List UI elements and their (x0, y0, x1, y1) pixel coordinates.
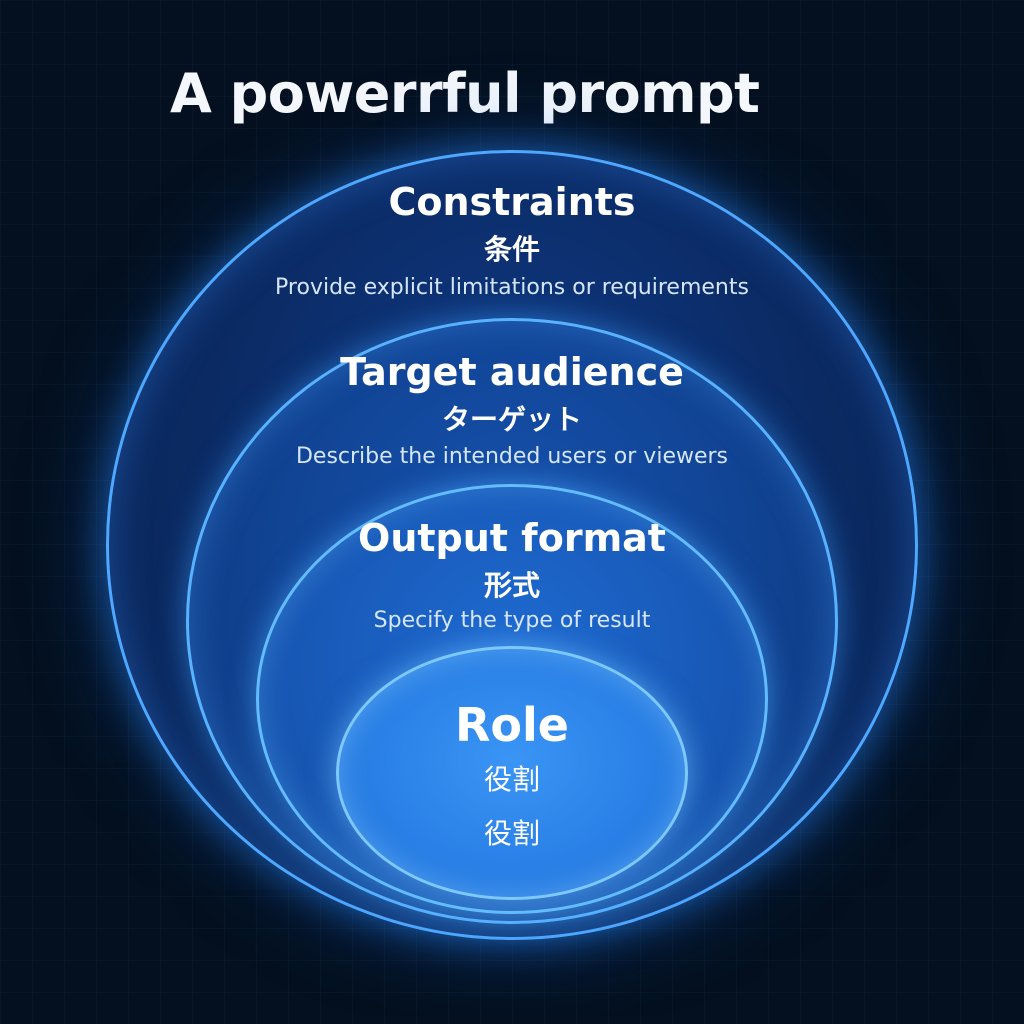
role-jp-label: 役割 (483, 763, 540, 796)
output-format-description: Specify the type of result (373, 608, 651, 633)
role-jp-label-repeat: 役割 (483, 817, 540, 850)
constraints-heading: Constraints (388, 180, 636, 224)
role-heading: Role (455, 698, 569, 752)
output-format-jp-label: 形式 (483, 569, 540, 602)
role-ring (336, 646, 688, 900)
target-audience-heading: Target audience (340, 350, 684, 394)
target-audience-jp-label: ターゲット (441, 403, 582, 436)
constraints-jp-label: 条件 (483, 233, 540, 266)
target-audience-description: Describe the intended users or viewers (295, 444, 729, 469)
diagram-title: A powerrful prompt (170, 62, 760, 125)
output-format-heading: Output format (358, 516, 666, 560)
constraints-description: Provide explicit limitations or requirem… (275, 275, 749, 300)
